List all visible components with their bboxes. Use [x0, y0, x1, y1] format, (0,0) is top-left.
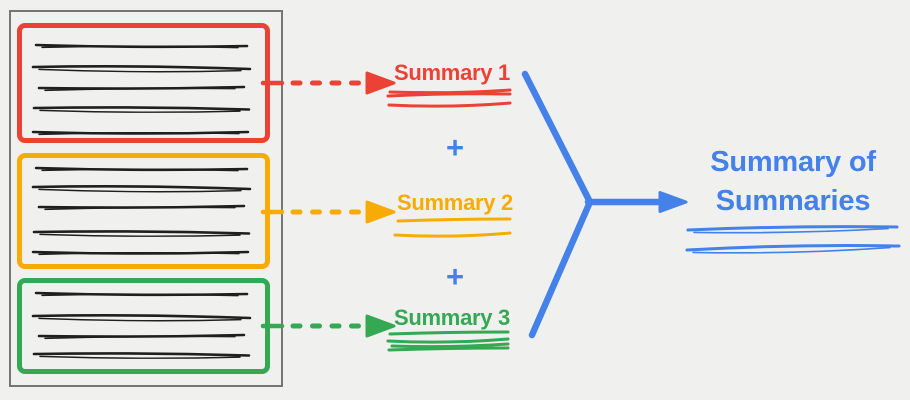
summary-3-underline-scribble: [386, 330, 510, 352]
document-chunk-1-box: [17, 23, 270, 143]
summary-1-label: Summary 1: [394, 60, 510, 85]
document-chunk-2-box: [17, 153, 270, 269]
plus-operator-1: +: [445, 130, 465, 165]
summary-3-label: Summary 3: [394, 305, 510, 330]
document-chunk-3-box: [17, 278, 270, 374]
summary-1-underline-scribble: [386, 88, 512, 108]
final-summary-title: Summary of Summaries: [686, 143, 900, 221]
final-summary-underline-scribble: [685, 225, 901, 254]
summary-2-label: Summary 2: [397, 190, 513, 215]
summary-2-underline-scribble: [393, 217, 512, 238]
merge-arrow-icon: [658, 191, 688, 213]
plus-operator-2: +: [445, 259, 465, 294]
document-outline: [9, 10, 283, 387]
merge-lines: [521, 70, 666, 339]
final-summary-title-line1: Summary of: [710, 146, 876, 178]
final-summary-title-line2: Summaries: [715, 185, 871, 217]
